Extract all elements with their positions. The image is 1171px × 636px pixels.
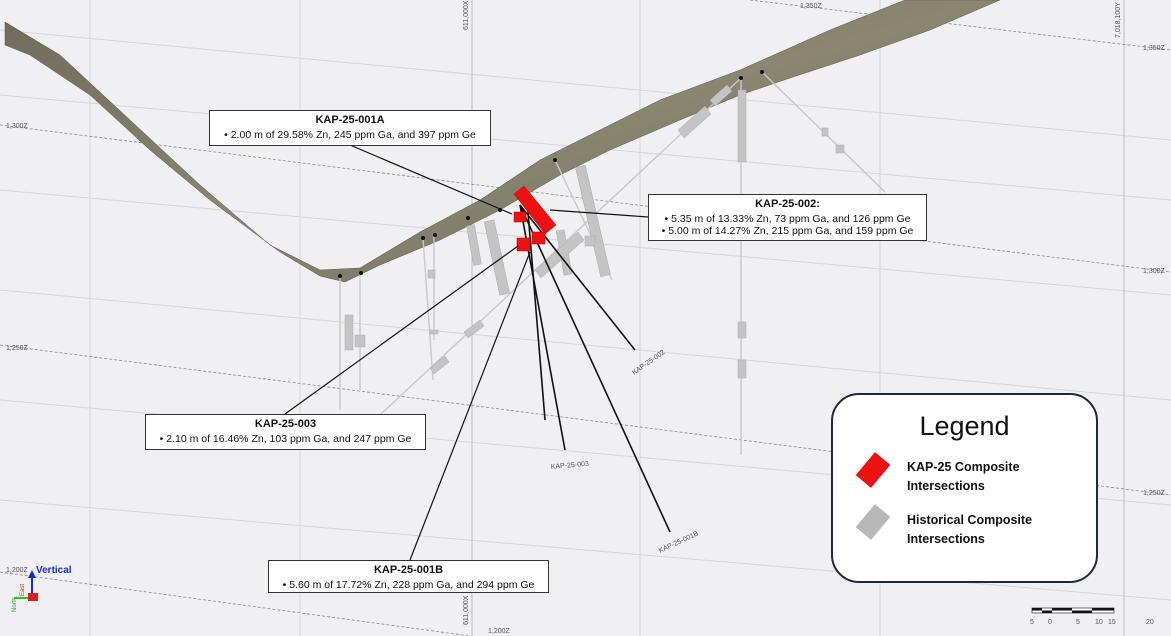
elevation-label: 1,200Z	[488, 628, 511, 635]
callout-title: KAP-25-002:	[755, 198, 820, 210]
hole-label: KAP-25-002	[631, 349, 666, 377]
scale-tick: 20	[1146, 619, 1154, 626]
callout-line: • 5.35 m of 13.33% Zn, 73 ppm Ga, and 12…	[664, 213, 911, 225]
collar-dots	[338, 70, 764, 278]
elevation-label: 1,350Z	[1143, 45, 1166, 52]
northing-label: 7,018,100Y	[1115, 2, 1122, 38]
legend-title: Legend	[919, 411, 1010, 441]
callout-line: • 2.10 m of 16.46% Zn, 103 ppm Ga, and 2…	[159, 433, 412, 445]
kap25-intersections	[513, 185, 557, 252]
scale-tick: 5	[1030, 619, 1034, 626]
callout-title: KAP-25-001A	[315, 114, 385, 126]
legend-label-kap25: KAP-25 Composite Intersections	[907, 460, 1020, 493]
callout-kap-25-002: KAP-25-002: • 5.35 m of 13.33% Zn, 73 pp…	[648, 194, 927, 241]
callout-title: KAP-25-001B	[373, 564, 444, 576]
elevation-label: 1,300Z	[6, 123, 29, 130]
scale-tick: 15	[1108, 619, 1116, 626]
legend-label-historical: Historical Composite Intersections	[907, 513, 1033, 546]
elevation-label: 1,200Z	[6, 567, 29, 574]
terrain-surface	[4, 0, 1001, 283]
callout-line: • 5.00 m of 14.27% Zn, 215 ppm Ga, and 1…	[661, 225, 914, 237]
callout-line: • 5.60 m of 17.72% Zn, 228 ppm Ga, and 2…	[282, 579, 535, 591]
elevation-label: 1,350Z	[800, 3, 823, 10]
easting-label: 611,000X	[463, 595, 470, 625]
leader-lines	[284, 144, 649, 561]
orientation-triad: Vertical North East	[12, 565, 72, 612]
scale-bar: 5 0 5 10 15 20	[1030, 607, 1154, 626]
north-axis-label: North	[12, 597, 18, 612]
hole-label: KAP-25-003	[551, 461, 590, 471]
callout-line: • 2.00 m of 29.58% Zn, 245 ppm Ga, and 3…	[224, 129, 476, 141]
hole-label: KAP-25-001B	[658, 530, 700, 555]
callout-kap-25-003: KAP-25-003 • 2.10 m of 16.46% Zn, 103 pp…	[145, 414, 426, 450]
vertical-axis-label: Vertical	[36, 565, 72, 576]
legend-swatch-historical	[855, 504, 891, 540]
legend-swatch-kap25	[855, 452, 891, 488]
scale-tick: 5	[1076, 619, 1080, 626]
elevation-label: 1,250Z	[6, 345, 29, 352]
easting-label: 611,000X	[463, 0, 470, 30]
callout-title: KAP-25-003	[254, 418, 317, 430]
east-axis-label: East	[20, 584, 26, 596]
elevation-label: 1,300Z	[1143, 268, 1166, 275]
scale-tick: 10	[1095, 619, 1103, 626]
grid-labels: 1,350Z 1,350Z 1,300Z 1,300Z 1,250Z 1,250…	[6, 0, 1166, 635]
scale-tick: 0	[1048, 619, 1052, 626]
legend: Legend KAP-25 Composite Intersections Hi…	[831, 393, 1098, 583]
callout-kap-25-001a: KAP-25-001A • 2.00 m of 29.58% Zn, 245 p…	[209, 110, 491, 146]
callout-kap-25-001b: KAP-25-001B • 5.60 m of 17.72% Zn, 228 p…	[268, 560, 549, 593]
elevation-label: 1,250Z	[1143, 490, 1166, 497]
